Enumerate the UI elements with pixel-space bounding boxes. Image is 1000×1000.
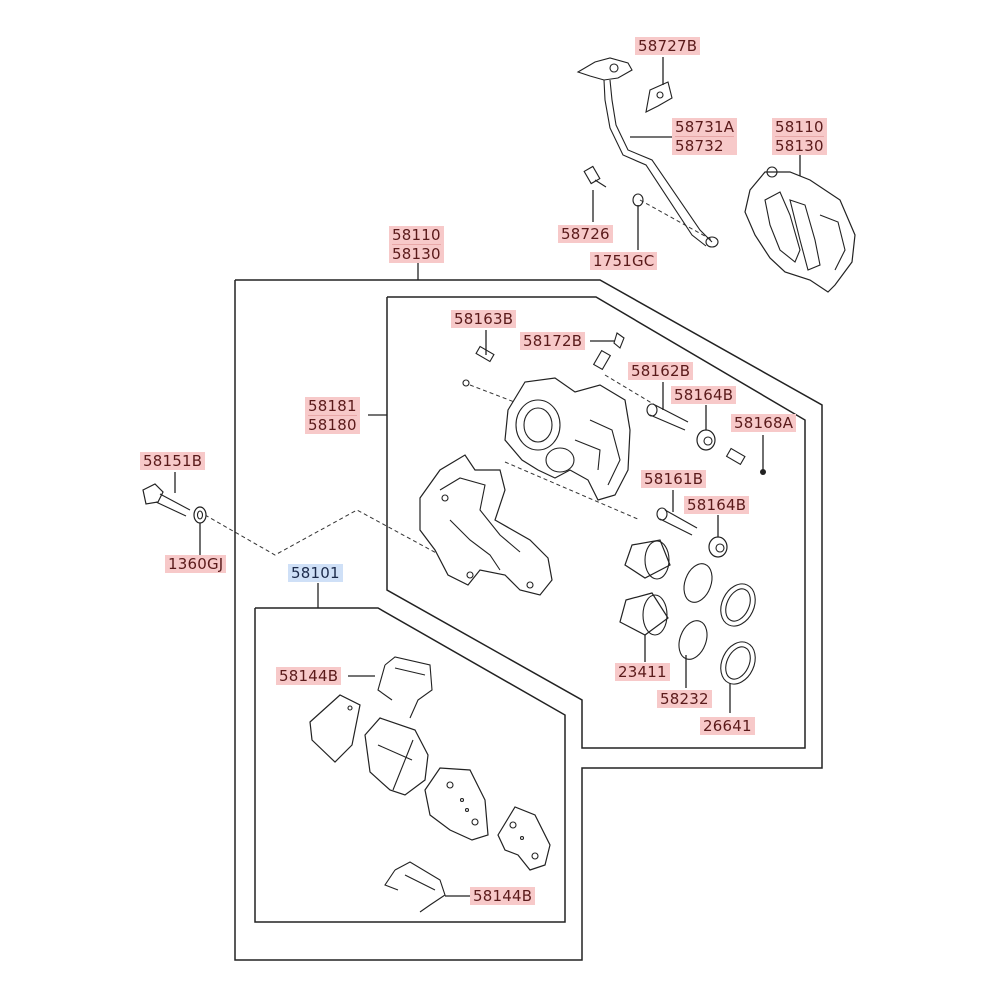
part-label-bushing[interactable]: 58168A — [731, 414, 797, 432]
caliper-carrier-icon — [419, 454, 553, 596]
part-label-piston-seal[interactable]: 58232 — [657, 690, 712, 708]
caliper-icon — [744, 166, 856, 293]
part-label-boot-lower[interactable]: 58164B — [684, 496, 750, 514]
guide-pin-lower-icon — [656, 507, 698, 536]
piston-seal-icon — [678, 620, 708, 660]
part-number-carrier-a: 58181 — [308, 397, 357, 416]
part-label-caliper-top[interactable]: 58110 58130 — [772, 118, 827, 155]
part-label-boot-upper[interactable]: 58164B — [671, 386, 737, 404]
dust-boot-icon — [720, 641, 756, 685]
part-label-mount-bolt[interactable]: 58151B — [140, 452, 206, 470]
part-label-guide-pin-upper[interactable]: 58162B — [628, 362, 694, 380]
part-number-caliper-top-a: 58110 — [775, 118, 824, 137]
part-label-piston[interactable]: 23411 — [615, 663, 670, 681]
washer-icon — [193, 506, 207, 524]
pad-shim-icon — [309, 694, 361, 763]
guide-pin-upper-icon — [646, 403, 689, 431]
pad-kit-outline — [254, 607, 566, 923]
bushing-icon — [725, 447, 746, 466]
pad-backing-shim-icon — [497, 806, 551, 871]
part-label-washer[interactable]: 1360GJ — [165, 555, 227, 573]
part-label-dust-boot[interactable]: 26641 — [700, 717, 755, 735]
part-number-assembly-a: 58110 — [392, 226, 441, 245]
gasket-icon — [632, 193, 644, 207]
bleeder-screw-icon — [462, 345, 495, 387]
piston-seal-upper-icon — [683, 563, 713, 603]
part-label-bleeder-bolt[interactable]: 58726 — [558, 225, 613, 243]
mount-bolt-icon — [142, 483, 191, 517]
piston-upper-icon — [624, 539, 671, 580]
part-number-assembly-b: 58130 — [392, 245, 441, 263]
boot-upper-icon — [696, 429, 716, 451]
brake-pad-outer-icon — [424, 767, 489, 841]
caliper-body-icon — [504, 377, 631, 501]
bleeder-bolt-icon — [583, 165, 607, 188]
part-number-hose-a: 58731A — [675, 118, 735, 137]
bleeder-cap-icon — [592, 332, 625, 371]
brake-pad-inner-icon — [364, 717, 429, 796]
pad-clip-upper-icon — [377, 656, 433, 719]
gasket-alignment — [639, 199, 713, 241]
part-label-caliper-assembly[interactable]: 58110 58130 — [389, 226, 444, 263]
piston-alignment — [504, 461, 641, 521]
pad-clip-lower-icon — [384, 861, 446, 913]
part-label-bleeder-cap[interactable]: 58172B — [520, 332, 586, 350]
brake-hose-icon — [576, 57, 719, 248]
dust-boot-upper-icon — [720, 583, 756, 627]
part-label-bleeder-screw[interactable]: 58163B — [451, 310, 517, 328]
boot-lower-icon — [708, 536, 728, 558]
part-label-pad-clip-upper[interactable]: 58144B — [276, 667, 342, 685]
hose-bracket-icon — [645, 81, 673, 113]
part-label-guide-pin-lower[interactable]: 58161B — [641, 470, 707, 488]
part-label-caliper-carrier[interactable]: 58181 58180 — [305, 397, 360, 434]
caliper-assembly-outline — [234, 279, 823, 961]
part-number-hose-b: 58732 — [675, 137, 724, 155]
pin-alignment — [469, 384, 531, 409]
mount-bolt-alignment — [204, 509, 441, 556]
piston-icon — [619, 592, 669, 636]
caliper-subassembly-outline — [386, 296, 806, 749]
bleeder-alignment — [604, 374, 656, 406]
part-number-caliper-top-b: 58130 — [775, 137, 824, 155]
part-label-brake-hose[interactable]: 58731A 58732 — [672, 118, 738, 155]
kit-label-brake-pads[interactable]: 58101 — [288, 564, 343, 582]
bushing-cap-icon — [760, 469, 766, 475]
part-label-hose-bracket[interactable]: 58727B — [635, 37, 701, 55]
part-label-pad-clip-lower[interactable]: 58144B — [470, 887, 536, 905]
part-number-carrier-b: 58180 — [308, 416, 357, 434]
part-label-gasket[interactable]: 1751GC — [590, 252, 658, 270]
